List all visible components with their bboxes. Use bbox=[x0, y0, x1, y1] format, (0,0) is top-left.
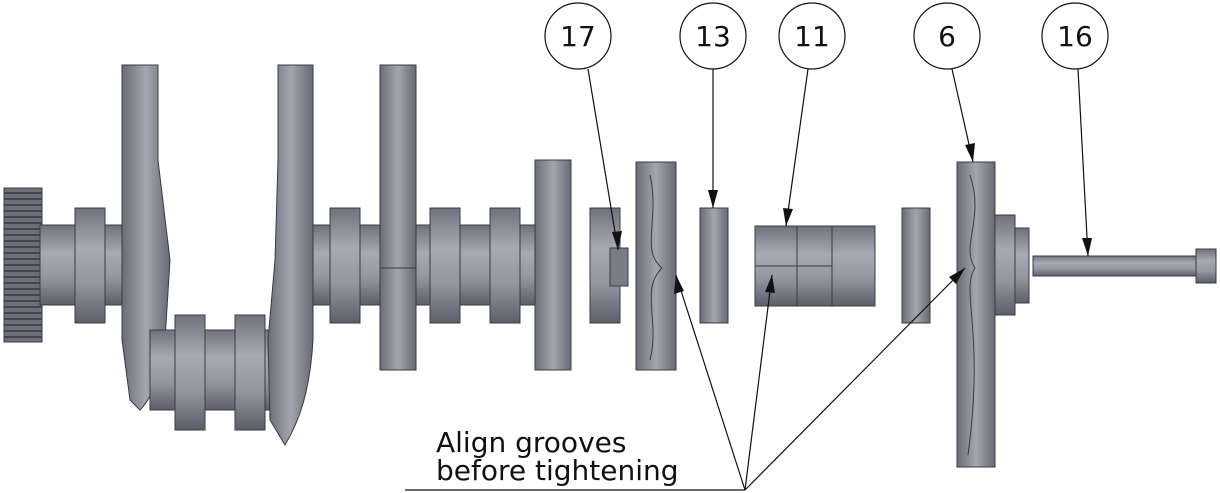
balloon-6: 6 bbox=[913, 2, 981, 163]
crankpin-collar bbox=[174, 314, 206, 431]
part-13-ring bbox=[699, 207, 729, 324]
timing-gear bbox=[3, 187, 43, 343]
balloon-label: 17 bbox=[560, 20, 596, 53]
journal bbox=[489, 207, 521, 324]
balloon-16: 16 bbox=[1041, 2, 1109, 257]
balloon-label: 11 bbox=[794, 20, 830, 53]
part-6-plate bbox=[956, 161, 1030, 468]
spacer-ring bbox=[901, 207, 931, 324]
note-line-1: Align grooves bbox=[436, 426, 626, 459]
note-line-2: before tightening bbox=[436, 454, 679, 487]
counterweight bbox=[534, 159, 572, 371]
balloon-11: 11 bbox=[778, 2, 846, 227]
crankpin-collar bbox=[234, 314, 266, 431]
crankshaft bbox=[3, 64, 677, 446]
balloon-label: 13 bbox=[695, 20, 731, 53]
key bbox=[609, 247, 629, 287]
alignment-note: Align grooves before tightening bbox=[405, 267, 966, 491]
journal bbox=[429, 207, 461, 324]
crank-web-3 bbox=[379, 64, 417, 371]
part-16-bolt bbox=[1032, 248, 1217, 284]
balloon-13: 13 bbox=[679, 2, 747, 208]
journal bbox=[329, 207, 361, 324]
crankpin bbox=[149, 329, 291, 411]
part-11-sleeve bbox=[754, 225, 876, 307]
journal bbox=[74, 207, 106, 324]
crank-web-2 bbox=[267, 64, 314, 446]
balloon-label: 6 bbox=[938, 20, 956, 53]
sprocket-plate bbox=[635, 161, 677, 371]
balloon-17: 17 bbox=[544, 2, 622, 251]
balloon-label: 16 bbox=[1057, 20, 1093, 53]
